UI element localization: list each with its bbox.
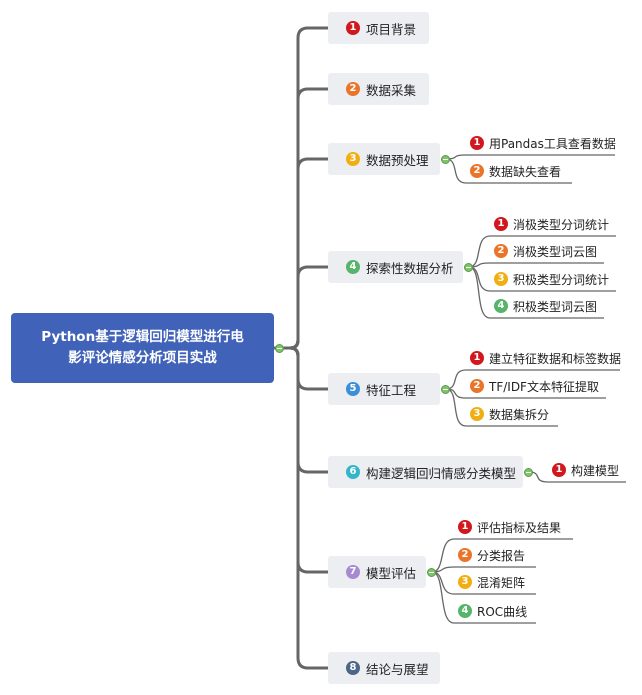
branch-topic[interactable]: 4 探索性数据分析 — [328, 251, 463, 283]
connector-line — [431, 571, 536, 624]
priority-number-badge: 5 — [346, 382, 360, 396]
collapse-toggle[interactable] — [427, 568, 436, 577]
priority-number-badge: 2 — [346, 82, 360, 96]
branch-label: 特征工程 — [366, 382, 417, 398]
branch-topic[interactable]: 7 模型评估 — [328, 556, 426, 588]
priority-number-badge: 3 — [458, 575, 472, 589]
subtopic-label: 积极类型词云图 — [513, 299, 598, 314]
subtopic[interactable]: 3 积极类型分词统计 — [494, 269, 609, 289]
branch-label: 构建逻辑回归情感分类模型 — [366, 465, 517, 481]
collapse-toggle[interactable] — [441, 385, 450, 394]
subtopic[interactable]: 1 评估指标及结果 — [458, 517, 561, 537]
branch-label: 数据采集 — [366, 82, 417, 98]
root-title-line2: 影评论情感分析项目实战 — [68, 350, 217, 366]
branch-label: 模型评估 — [366, 565, 417, 581]
root-title-line1: Python基于逻辑回归模型进行电 — [41, 329, 244, 345]
connector-line — [274, 265, 328, 350]
branch-topic[interactable]: 1 项目背景 — [328, 12, 429, 44]
priority-number-badge: 3 — [494, 272, 508, 286]
subtopic[interactable]: 2 消极类型词云图 — [494, 241, 597, 261]
branch-topic[interactable]: 8 结论与展望 — [328, 652, 440, 684]
subtopic[interactable]: 2 数据缺失查看 — [470, 161, 561, 181]
subtopic[interactable]: 3 数据集拆分 — [470, 404, 549, 424]
priority-number-badge: 2 — [470, 164, 484, 178]
priority-number-badge: 4 — [494, 299, 508, 313]
subtopic[interactable]: 1 消极类型分词统计 — [494, 214, 609, 234]
branch-topic[interactable]: 2 数据采集 — [328, 73, 429, 105]
priority-number-badge: 1 — [458, 520, 472, 534]
priority-number-badge: 2 — [470, 379, 484, 393]
subtopic-label: TF/IDF文本特征提取 — [489, 379, 599, 394]
connector-line — [274, 157, 328, 350]
collapse-toggle[interactable] — [464, 263, 473, 272]
subtopic[interactable]: 1 用Pandas工具查看数据 — [470, 133, 616, 153]
connector-line — [274, 87, 328, 350]
branch-topic[interactable]: 5 特征工程 — [328, 373, 440, 405]
collapse-toggle[interactable] — [441, 155, 450, 164]
priority-number-badge: 1 — [494, 217, 508, 231]
subtopic[interactable]: 1 构建模型 — [552, 460, 619, 480]
priority-number-badge: 7 — [346, 565, 360, 579]
priority-number-badge: 1 — [346, 21, 360, 35]
subtopic-label: 分类报告 — [477, 548, 526, 563]
branch-label: 结论与展望 — [366, 661, 429, 677]
branch-topic[interactable]: 3 数据预处理 — [328, 143, 440, 175]
root-topic[interactable]: Python基于逻辑回归模型进行电 影评论情感分析项目实战 — [11, 313, 274, 383]
priority-number-badge: 2 — [494, 244, 508, 258]
connector-line — [468, 262, 604, 268]
priority-number-badge: 1 — [470, 351, 484, 365]
subtopic-label: 消极类型词云图 — [513, 244, 598, 259]
connector-line — [274, 346, 328, 574]
collapse-toggle[interactable] — [524, 468, 533, 477]
branch-label: 数据预处理 — [366, 152, 429, 168]
subtopic-label: 数据集拆分 — [489, 407, 550, 422]
subtopic[interactable]: 4 积极类型词云图 — [494, 296, 597, 316]
priority-number-badge: 1 — [470, 136, 484, 150]
priority-number-badge: 2 — [458, 548, 472, 562]
connector-line — [468, 266, 604, 319]
subtopic-label: 评估指标及结果 — [477, 520, 562, 535]
subtopic-label: ROC曲线 — [477, 604, 528, 619]
subtopic[interactable]: 2 TF/IDF文本特征提取 — [470, 376, 599, 396]
connector-line — [274, 26, 328, 350]
branch-label: 探索性数据分析 — [366, 260, 454, 276]
subtopic[interactable]: 2 分类报告 — [458, 545, 525, 565]
priority-number-badge: 4 — [458, 604, 472, 618]
subtopic-label: 积极类型分词统计 — [513, 272, 610, 287]
priority-number-badge: 1 — [552, 463, 566, 477]
subtopic[interactable]: 4 ROC曲线 — [458, 601, 527, 621]
subtopic-label: 混淆矩阵 — [477, 575, 526, 590]
priority-number-badge: 3 — [470, 407, 484, 421]
priority-number-badge: 8 — [346, 661, 360, 675]
priority-number-badge: 3 — [346, 152, 360, 166]
subtopic[interactable]: 3 混淆矩阵 — [458, 572, 525, 592]
connector-line — [274, 346, 328, 391]
subtopic-label: 建立特征数据和标签数据 — [489, 351, 622, 366]
priority-number-badge: 6 — [346, 465, 360, 479]
subtopic-label: 消极类型分词统计 — [513, 217, 610, 232]
subtopic-label: 用Pandas工具查看数据 — [489, 136, 616, 151]
subtopic-label: 数据缺失查看 — [489, 164, 562, 179]
priority-number-badge: 4 — [346, 260, 360, 274]
branch-topic[interactable]: 6 构建逻辑回归情感分类模型 — [328, 456, 523, 488]
subtopic-label: 构建模型 — [571, 463, 620, 478]
branch-label: 项目背景 — [366, 21, 417, 37]
collapse-toggle-root[interactable] — [275, 344, 284, 353]
connector-line — [274, 346, 328, 474]
subtopic[interactable]: 1 建立特征数据和标签数据 — [470, 348, 621, 368]
connector-line — [274, 346, 328, 670]
connector-line — [445, 154, 615, 160]
